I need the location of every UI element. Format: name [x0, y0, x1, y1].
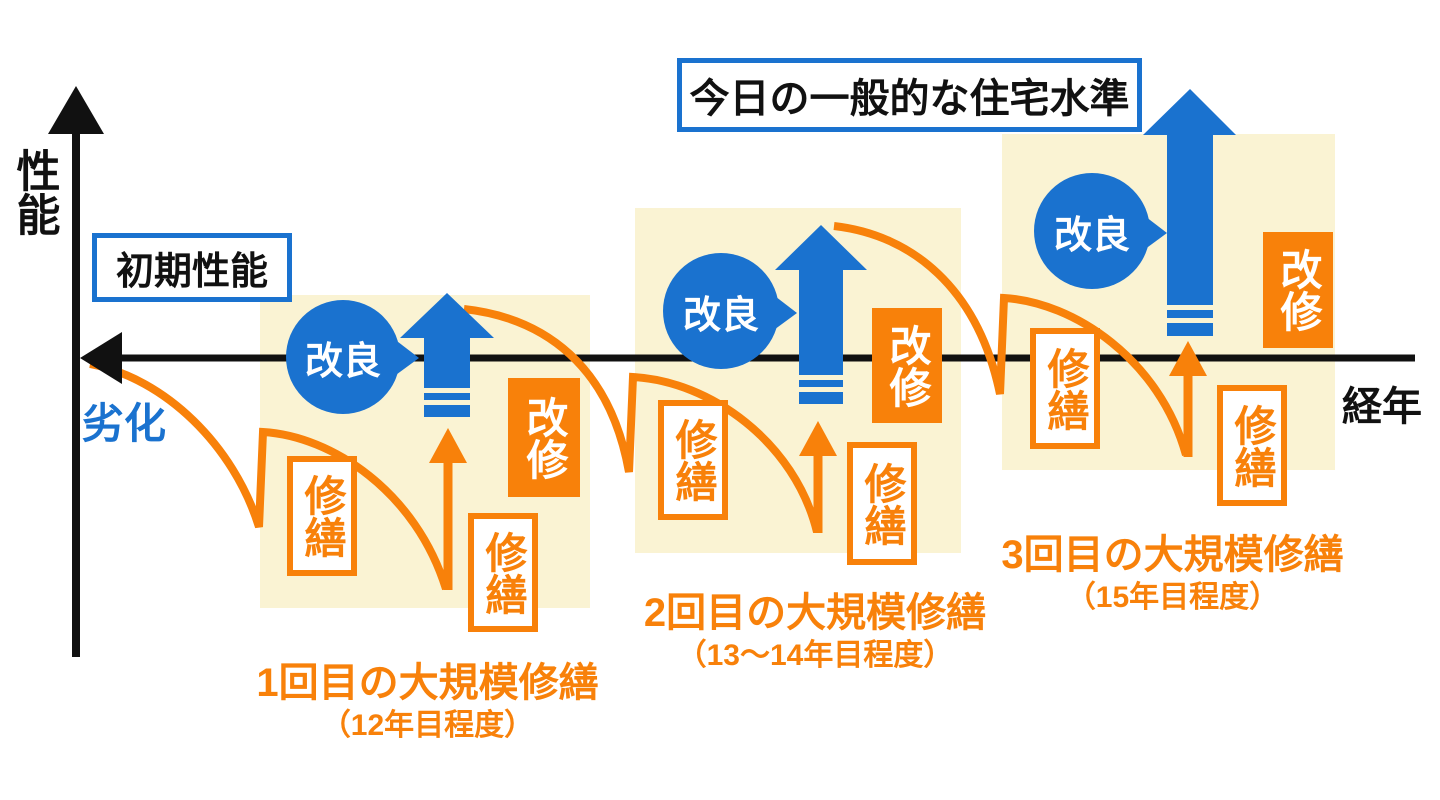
y-axis-arrowhead	[48, 86, 104, 134]
deterioration-label: 劣化	[82, 400, 167, 447]
repair-up-arrow-2	[799, 421, 837, 533]
bubble-tail-1	[389, 335, 419, 380]
x-axis-left-arrowhead	[80, 332, 122, 384]
improvement-arrow-2	[775, 225, 867, 404]
initial-performance-box: 初期性能	[92, 233, 292, 302]
repair-up-arrow-1	[429, 428, 467, 590]
repair-box-1b: 修繕	[468, 513, 538, 632]
subcaption-1: （12年目程度）	[320, 709, 535, 742]
bubble-tail-2	[767, 290, 797, 335]
bubble-tail-3	[1137, 210, 1167, 255]
caption-2: 2回目の大規模修繕	[643, 591, 987, 635]
repair-up-arrow-3	[1169, 341, 1207, 457]
y-axis-label: 性能	[9, 148, 59, 236]
x-axis-label: 経年	[1342, 385, 1422, 429]
caption-1: 1回目の大規模修繕	[256, 661, 599, 705]
renovation-box-3: 改修	[1263, 232, 1333, 348]
performance-curve	[89, 222, 1190, 591]
renovation-box-2: 改修	[872, 308, 942, 423]
repair-box-3a: 修繕	[1030, 328, 1100, 449]
repair-up-arrowhead-1	[429, 428, 467, 463]
repair-up-arrowhead-2	[799, 421, 837, 456]
repair-box-2b: 修繕	[847, 442, 917, 565]
improvement-bubble-3	[1034, 173, 1167, 289]
subcaption-2: （13〜14年目程度）	[676, 639, 954, 672]
improvement-bubble-label-3: 改良	[1053, 214, 1130, 257]
repair-up-arrowhead-3	[1169, 341, 1207, 376]
repair-box-1a: 修繕	[287, 456, 357, 576]
subcaption-3: （15年目程度）	[1065, 581, 1280, 614]
repair-box-2a: 修繕	[658, 400, 728, 520]
today-standard-title-box: 今日の一般的な住宅水準	[677, 58, 1142, 132]
improvement-arrow-3	[1143, 89, 1236, 336]
improvement-bubble-2	[663, 253, 797, 369]
improvement-bubble-label-2: 改良	[682, 294, 759, 337]
improvement-bubble-1	[286, 300, 419, 414]
renovation-box-1: 改修	[508, 378, 580, 497]
performance-curve-segment-1	[89, 360, 450, 591]
performance-curve-segment-3	[833, 222, 1190, 457]
caption-3: 3回目の大規模修繕	[1001, 533, 1344, 577]
repair-box-3b: 修繕	[1217, 385, 1287, 506]
improvement-arrow-1	[400, 293, 494, 417]
improvement-bubble-label-1: 改良	[304, 340, 381, 383]
performance-curve-segment-2	[463, 305, 821, 533]
